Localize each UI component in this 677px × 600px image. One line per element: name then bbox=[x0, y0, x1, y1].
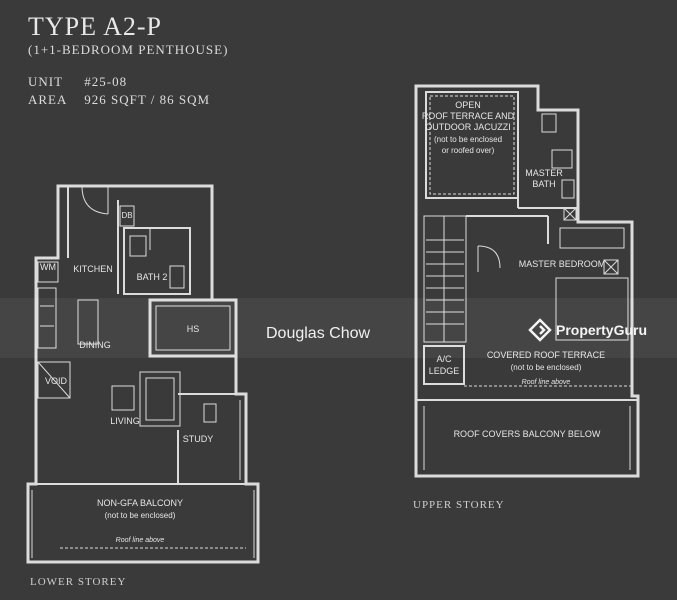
label-open-terrace-5: or roofed over) bbox=[442, 146, 495, 155]
area-value: 926 SQFT / 86 SQM bbox=[84, 92, 211, 107]
label-covered-terrace: COVERED ROOF TERRACE bbox=[487, 350, 605, 360]
label-master-bath-1: MASTER bbox=[525, 168, 563, 178]
brand-watermark: PropertyGuru bbox=[528, 318, 647, 342]
watermark-band bbox=[0, 298, 677, 358]
area-row: AREA 926 SQFT / 86 SQM bbox=[28, 92, 210, 108]
label-open-terrace-3: OUTDOOR JACUZZI bbox=[425, 122, 511, 132]
upper-storey-caption: UPPER STOREY bbox=[413, 499, 505, 511]
label-living: LIVING bbox=[110, 416, 140, 426]
area-label: AREA bbox=[28, 92, 68, 107]
propertyguru-logo-icon bbox=[528, 318, 552, 342]
label-roof-covers: ROOF COVERS BALCONY BELOW bbox=[454, 429, 601, 439]
label-open-terrace-1: OPEN bbox=[455, 100, 481, 110]
label-open-terrace-2: ROOF TERRACE AND bbox=[422, 111, 515, 121]
label-kitchen: KITCHEN bbox=[73, 264, 113, 274]
label-hs: HS bbox=[187, 324, 200, 334]
label-open-terrace-4: (not to be enclosed bbox=[434, 135, 502, 144]
label-dining: DINING bbox=[79, 340, 111, 350]
label-balcony: NON-GFA BALCONY bbox=[97, 498, 183, 508]
lower-storey-plan bbox=[26, 184, 260, 564]
label-covered-note: (not to be enclosed) bbox=[511, 363, 582, 372]
label-bath2: BATH 2 bbox=[137, 272, 168, 282]
label-roof-line-upper: Roof line above bbox=[522, 379, 571, 386]
unit-label: UNIT bbox=[28, 74, 64, 89]
label-balcony-note: (not to be enclosed) bbox=[105, 511, 176, 520]
plan-title: TYPE A2-P bbox=[28, 12, 162, 41]
label-ac-2: LEDGE bbox=[429, 366, 460, 376]
label-wm: WM bbox=[40, 262, 56, 272]
plan-subtitle: (1+1-BEDROOM PENTHOUSE) bbox=[28, 42, 229, 57]
unit-value: #25-08 bbox=[84, 74, 128, 89]
label-ac-1: A/C bbox=[436, 354, 452, 364]
label-void: VOID bbox=[45, 376, 68, 386]
label-roof-line-lower: Roof line above bbox=[116, 537, 165, 544]
unit-row: UNIT #25-08 bbox=[28, 74, 127, 90]
upper-storey-plan bbox=[414, 84, 640, 478]
lower-storey-caption: LOWER STOREY bbox=[30, 576, 127, 588]
label-study: STUDY bbox=[183, 434, 214, 444]
agent-name-watermark: Douglas Chow bbox=[266, 325, 371, 342]
label-master-bath-2: BATH bbox=[532, 179, 555, 189]
label-master-bedroom: MASTER BEDROOM bbox=[519, 259, 606, 269]
brand-text: PropertyGuru bbox=[556, 322, 648, 338]
label-db: DB bbox=[121, 211, 132, 220]
